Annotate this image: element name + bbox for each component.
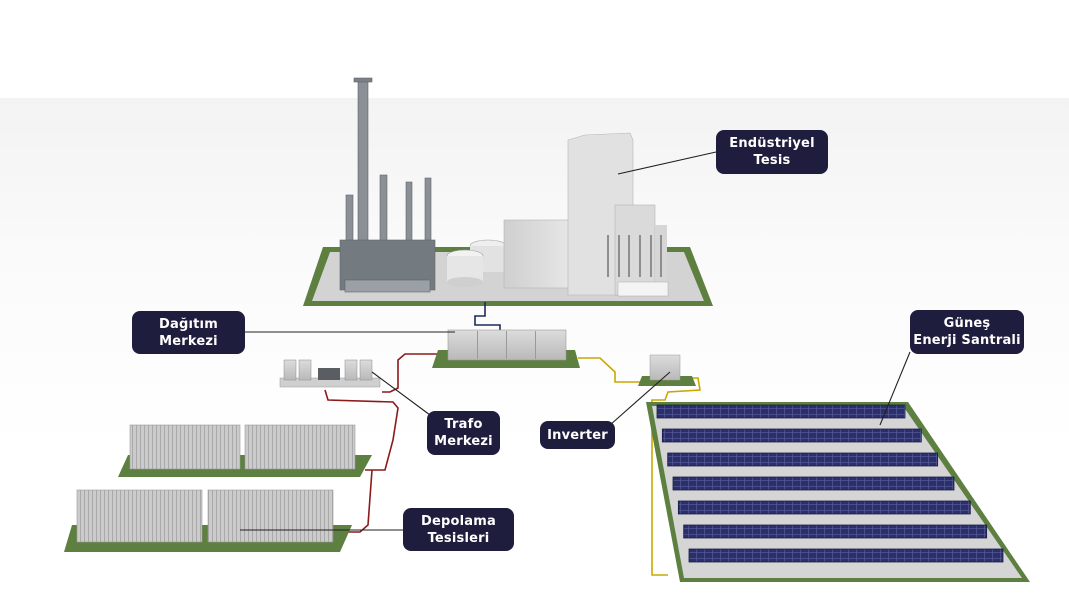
refinery-towers [339, 77, 436, 293]
label-storage-line1: Depolama [421, 513, 496, 529]
leader-lines [240, 151, 911, 531]
label-transformer-line2: Merkezi [434, 434, 493, 449]
transformer-center [279, 359, 381, 388]
label-transformer-line1: Trafo [444, 417, 483, 432]
storage-facilities [64, 424, 372, 552]
label-solar-line2: Enerji Santrali [913, 333, 1021, 348]
label-transformer-center: Trafo Merkezi [427, 411, 500, 455]
inverter-unit [638, 354, 696, 386]
label-solar-line1: Güneş [943, 316, 991, 331]
grid-cable-industrial [474, 302, 501, 332]
label-solar-plant: Güneş Enerji Santrali [910, 310, 1024, 354]
label-distribution-line1: Dağıtım [159, 316, 218, 332]
solar-panel-row [677, 500, 971, 515]
distribution-center [432, 329, 580, 368]
solar-panel-row [672, 476, 955, 491]
cables [324, 302, 701, 576]
label-distribution-center: Dağıtım Merkezi [132, 311, 245, 354]
dc-cable-distribution-inverter [578, 357, 648, 383]
dc-cable-inverter-solar [651, 377, 701, 576]
label-industrial-line2: Tesis [753, 153, 791, 168]
label-inverter-line1: Inverter [547, 427, 608, 443]
label-inverter: Inverter [540, 421, 615, 449]
ac-cable-trafo-storage [324, 389, 399, 533]
solar-panel-row [667, 452, 939, 467]
storage-tanks [446, 239, 507, 287]
label-industrial-facility: Endüstriyel Tesis [716, 130, 828, 174]
ac-cable-distribution-trafo [382, 353, 440, 393]
label-distribution-line2: Merkezi [159, 333, 218, 349]
label-industrial-line1: Endüstriyel [729, 136, 815, 151]
solar-power-plant [646, 402, 1030, 582]
label-storage-line2: Tesisleri [427, 530, 490, 546]
solar-panel-row [683, 524, 988, 539]
solar-panel-row [688, 548, 1004, 563]
industrial-facility [303, 77, 713, 306]
solar-panel-row [661, 428, 922, 443]
label-storage-facilities: Depolama Tesisleri [403, 508, 514, 551]
solar-panel-row [656, 404, 906, 419]
power-building [503, 132, 669, 297]
